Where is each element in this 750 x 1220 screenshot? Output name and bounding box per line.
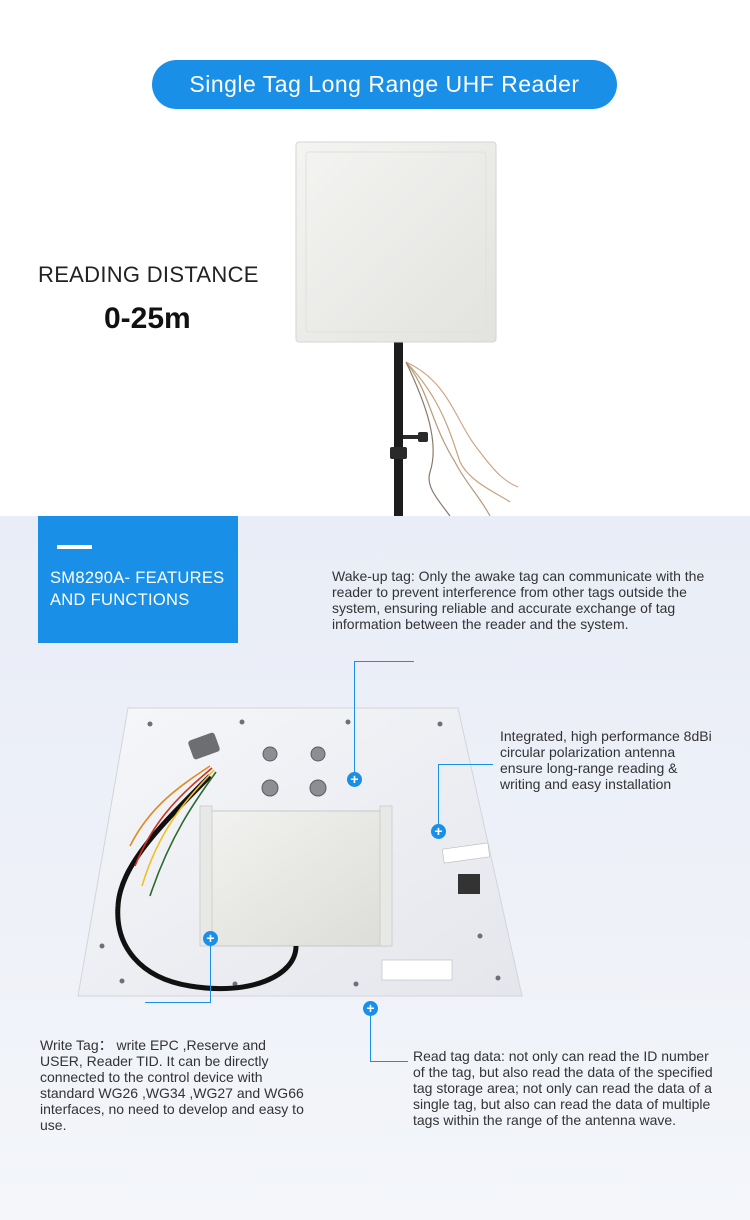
callout-line-write-bottom xyxy=(145,1002,211,1003)
reading-distance-value: 0-25m xyxy=(104,302,191,335)
callout-line-write-vertical xyxy=(210,946,211,1002)
features-header-box: SM8290A- FEATURES AND FUNCTIONS xyxy=(38,516,238,643)
product-title-banner: Single Tag Long Range UHF Reader xyxy=(152,60,617,109)
features-title: SM8290A- FEATURES AND FUNCTIONS xyxy=(50,569,225,609)
hero-section: Single Tag Long Range UHF Reader READING… xyxy=(0,0,750,516)
integrated-antenna-description: Integrated, high performance 8dBi circul… xyxy=(500,728,712,792)
header-accent-dash xyxy=(57,545,92,549)
uhf-reader-device-image xyxy=(77,707,523,997)
antenna-on-tripod-image xyxy=(295,141,519,516)
hotspot-write-tag[interactable]: + xyxy=(203,931,218,946)
hotspot-integrated-antenna[interactable]: + xyxy=(431,824,446,839)
callout-line-wake-top xyxy=(354,661,414,662)
callout-line-integrated-top xyxy=(438,764,493,765)
wake-up-tag-description: Wake-up tag: Only the awake tag can comm… xyxy=(332,568,705,632)
write-tag-description: Write Tag： write EPC ,Reserve and USER, … xyxy=(40,1037,304,1133)
hotspot-read-tag-data[interactable]: + xyxy=(363,1001,378,1016)
reading-distance-label: READING DISTANCE xyxy=(38,262,259,287)
hotspot-wake-up-tag[interactable]: + xyxy=(347,772,362,787)
callout-line-wake-vertical xyxy=(354,661,355,779)
callout-line-read-vertical xyxy=(370,1016,371,1061)
read-tag-data-description: Read tag data: not only can read the ID … xyxy=(413,1048,713,1128)
features-section: SM8290A- FEATURES AND FUNCTIONS Wake-up … xyxy=(0,516,750,1220)
callout-line-integrated-vertical xyxy=(438,764,439,831)
callout-line-read-bottom xyxy=(370,1061,408,1062)
